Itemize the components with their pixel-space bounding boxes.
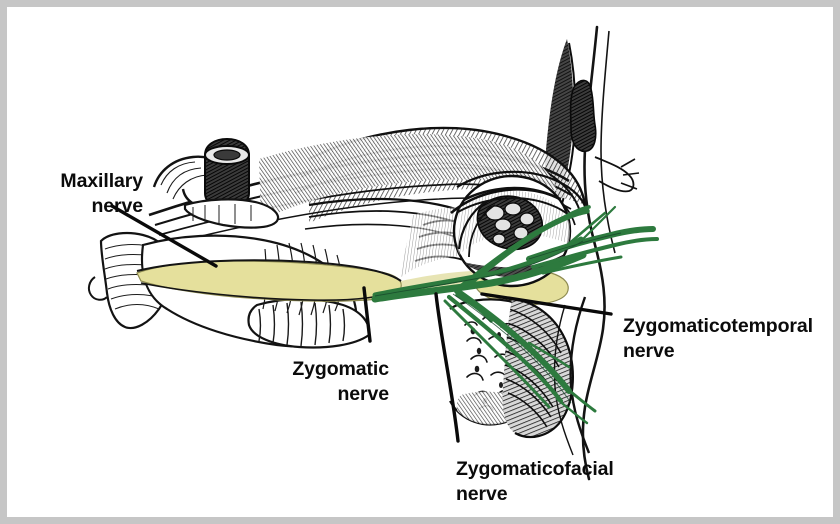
label-maxillary-nerve: Maxillary nerve [60,170,143,217]
label-zygomatic-nerve: Zygomatic nerve [292,358,389,405]
label-zygomaticofacial-nerve: Zygomaticofacial nerve [456,458,614,505]
label-zygomaticotemporal-nerve: Zygomaticotemporal nerve [623,315,813,362]
anatomy-engraving [9,9,831,515]
anatomy-illustration-canvas: Maxillary nerve Zygomatic nerve Zygomati… [9,9,831,515]
